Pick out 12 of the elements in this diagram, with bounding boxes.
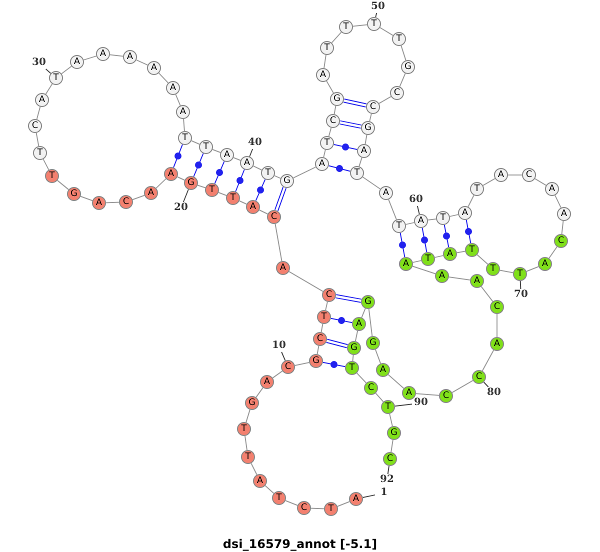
position-number: 70 bbox=[512, 289, 530, 301]
position-number: 10 bbox=[270, 340, 288, 352]
position-number: 92 bbox=[378, 474, 396, 486]
position-number: 1 bbox=[375, 487, 393, 499]
caption: dsi_16579_annot [-5.1] bbox=[222, 536, 378, 552]
position-number: 80 bbox=[485, 387, 503, 399]
position-number: 30 bbox=[30, 57, 48, 69]
position-number: 20 bbox=[172, 202, 190, 214]
position-number: 40 bbox=[246, 137, 264, 149]
position-number: 90 bbox=[412, 397, 430, 409]
position-number: 50 bbox=[369, 1, 387, 13]
position-number: 60 bbox=[407, 194, 425, 206]
